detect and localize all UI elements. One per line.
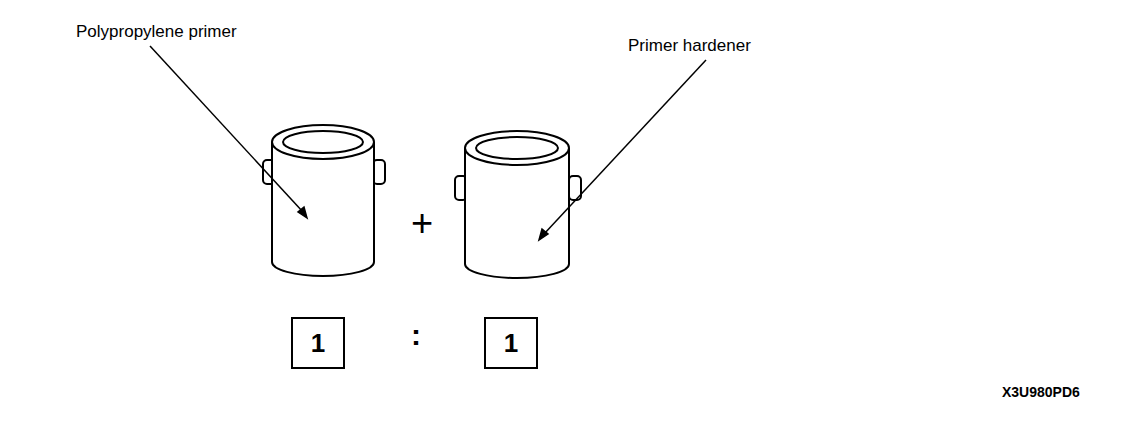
ratio-number: 1 — [311, 330, 325, 356]
part-label: Polypropylene primer — [76, 22, 237, 42]
ratio-number: 1 — [504, 330, 518, 356]
ratio-box: 1 — [484, 317, 538, 369]
can-lid — [283, 131, 363, 153]
can-lid — [476, 137, 558, 159]
ratio-box: 1 — [291, 317, 345, 369]
can-rim — [465, 131, 569, 165]
can-body — [465, 148, 569, 278]
leader-line — [150, 46, 303, 212]
part-label: Primer hardener — [628, 36, 751, 56]
can-rim — [272, 125, 374, 159]
plus-sign: + — [411, 202, 433, 245]
leader-arrowhead — [539, 229, 548, 240]
leader-line — [544, 60, 706, 234]
leader-arrowhead — [298, 207, 307, 218]
can-body — [272, 142, 374, 276]
ratio-colon: : — [411, 318, 421, 352]
figure-code: X3U980PD6 — [1002, 384, 1080, 400]
